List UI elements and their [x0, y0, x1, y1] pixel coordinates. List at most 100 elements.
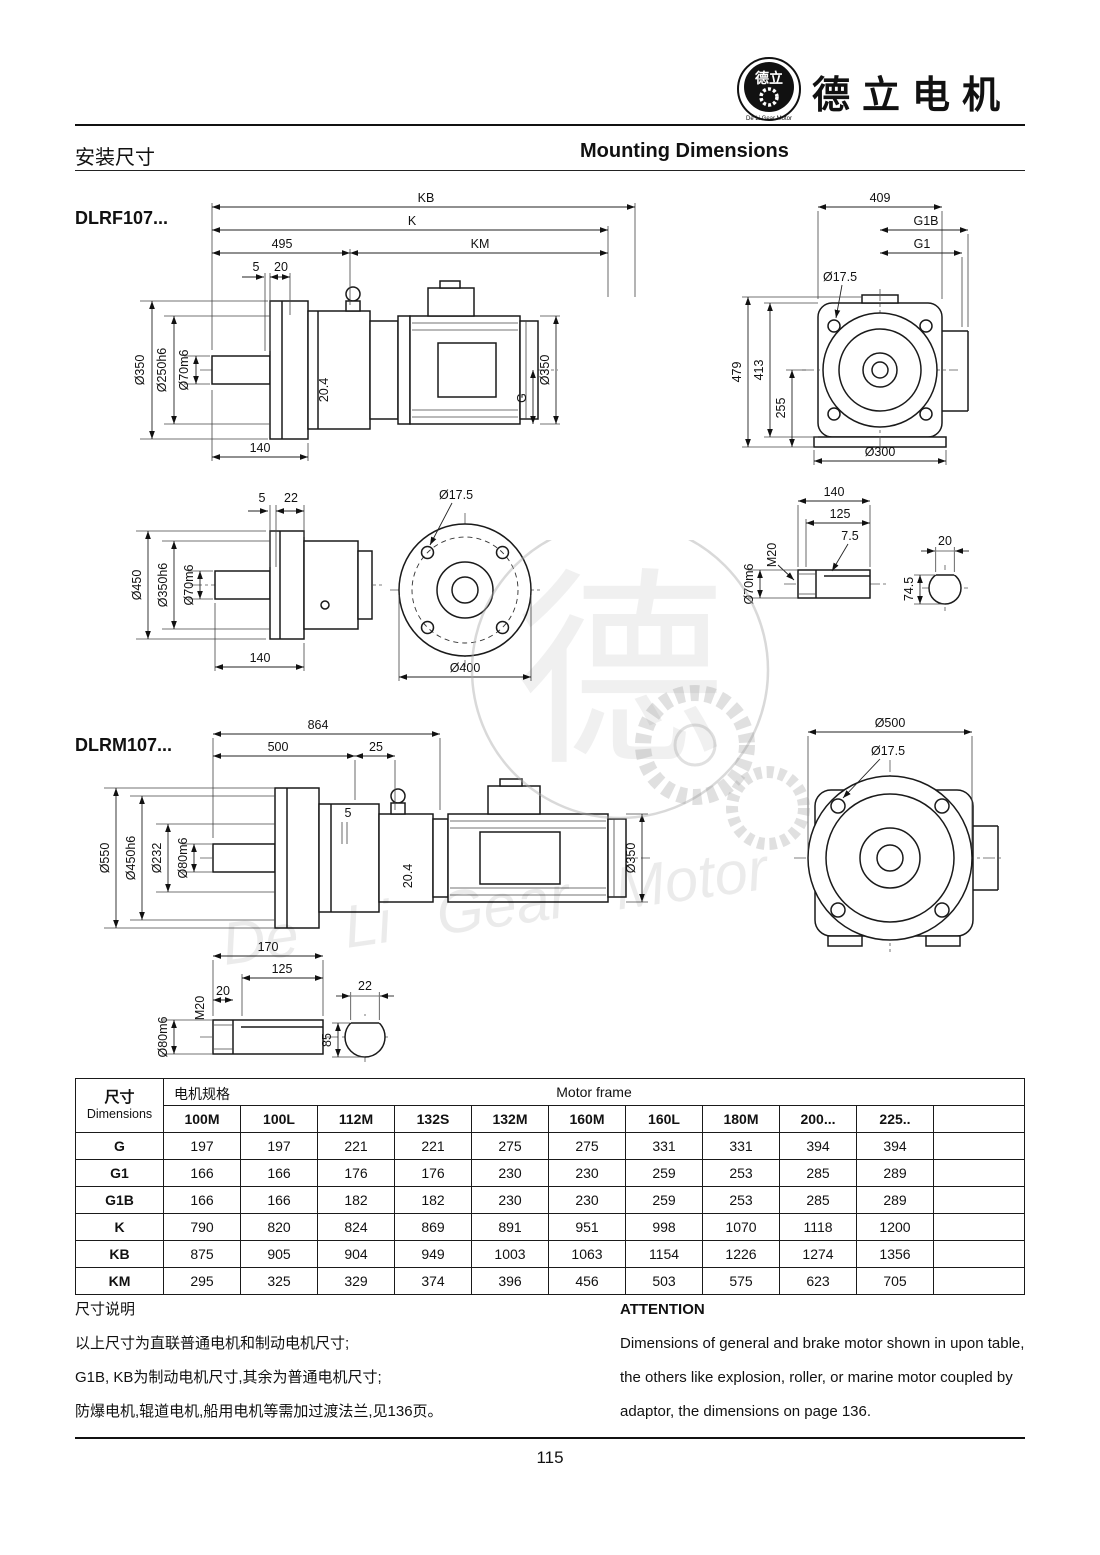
dim-label-5: 5	[253, 260, 260, 274]
dim-label-g1: G1	[914, 237, 931, 251]
bolt-hole	[420, 620, 435, 635]
table-cell: 259	[625, 1186, 703, 1214]
dlrm-shaft-dimensions: 170 125 20 M20 Ø80m6	[156, 942, 324, 1058]
model-label-dlrm: DLRM107...	[75, 735, 173, 755]
dim-label-dia70m6: Ø70m6	[177, 349, 191, 390]
table-cell: 1226	[702, 1240, 780, 1268]
lifting-eye	[345, 286, 361, 302]
table-cell: 221	[394, 1132, 472, 1160]
dim-label-dia450h6: Ø450h6	[124, 836, 138, 881]
table-cell: 1063	[548, 1240, 626, 1268]
dim-label-140: 140	[824, 485, 845, 499]
dim-label-dia350-motor: Ø350	[538, 355, 552, 386]
drawing-dlrf-front-view: 409 G1B G1 Ø17.5 479 413 255 Ø300	[730, 191, 969, 465]
page-number: 115	[536, 1448, 564, 1467]
dlrf-shaft-section-dimensions: 20 74.5	[902, 534, 969, 605]
table-corner-cell: 尺寸 Dimensions	[75, 1078, 164, 1133]
dim-label-20: 20	[938, 534, 952, 548]
dlrf-front-dimensions: 409 G1B G1 Ø17.5 479 413 255 Ø300	[730, 191, 969, 465]
table-cell: 790	[163, 1213, 241, 1241]
dim-label-495: 495	[272, 237, 293, 251]
table-cell: 820	[240, 1213, 318, 1241]
dim-label-dia350: Ø350	[624, 843, 638, 874]
bolt-hole	[830, 798, 846, 814]
table-cell: 394	[856, 1132, 934, 1160]
dim-label-204: 20.4	[317, 378, 331, 402]
table-cell: 904	[317, 1240, 395, 1268]
notes-en-line: adaptor, the dimensions on page 136.	[620, 1403, 872, 1420]
dlrm-side-dimensions: 864 500 25 Ø550 Ø450h6 Ø232 Ø80m6 5 20.4…	[98, 718, 648, 929]
table-cell: 331	[702, 1132, 780, 1160]
dim-label-25: 25	[369, 740, 383, 754]
dlrm-side-outline	[200, 778, 650, 929]
dim-label-dia70m6: Ø70m6	[742, 563, 756, 604]
table-cell: 869	[394, 1213, 472, 1241]
table-cell: 503	[625, 1267, 703, 1295]
row-label: G1B	[75, 1186, 164, 1214]
table-cell: 182	[394, 1186, 472, 1214]
table-cell: 230	[471, 1159, 549, 1187]
dlrf-flange-outline	[190, 530, 382, 640]
column-header: 132S	[394, 1105, 472, 1133]
table-cell: 396	[471, 1267, 549, 1295]
drawing-dlrm-shaft-detail: 170 125 20 M20 Ø80m6 22 85	[156, 942, 394, 1062]
table-cell: 285	[779, 1186, 857, 1214]
title-rule	[75, 170, 1025, 171]
dlrm-shaft-section-dimensions: 22 85	[320, 979, 394, 1058]
table-cell: 275	[471, 1132, 549, 1160]
table-group-header: 电机规格 Motor frame	[163, 1078, 1025, 1106]
table-cell: 295	[163, 1267, 241, 1295]
table-cell: 197	[163, 1132, 241, 1160]
notes-en-title: ATTENTION	[620, 1301, 705, 1318]
table-cell: 1070	[702, 1213, 780, 1241]
dim-label-g: G	[515, 393, 529, 403]
dim-label-5: 5	[259, 491, 266, 505]
footer-rule	[75, 1437, 1025, 1439]
notes-cn-line: G1B, KB为制动电机尺寸,其余为普通电机尺寸;	[75, 1369, 382, 1386]
dlrm-front-outline	[794, 760, 1002, 952]
column-header: 180M	[702, 1105, 780, 1133]
table-cell-empty	[933, 1159, 1025, 1187]
corner-label-en: Dimensions	[86, 1107, 153, 1121]
dim-label-km: KM	[471, 237, 490, 251]
table-cell: 285	[779, 1159, 857, 1187]
row-label: KM	[75, 1267, 164, 1295]
row-label: KB	[75, 1240, 164, 1268]
column-header: 100M	[163, 1105, 241, 1133]
table-cell: 1003	[471, 1240, 549, 1268]
table-cell: 575	[702, 1267, 780, 1295]
dim-label-m20: M20	[765, 543, 779, 567]
dim-label-dia250h6: Ø250h6	[155, 348, 169, 393]
table-cell: 289	[856, 1159, 934, 1187]
table-cell: 197	[240, 1132, 318, 1160]
dim-label-g1b: G1B	[913, 214, 938, 228]
table-cell: 623	[779, 1267, 857, 1295]
table-cell: 230	[548, 1159, 626, 1187]
dim-label-kb: KB	[418, 191, 435, 205]
lifting-eye	[390, 788, 406, 804]
table-cell: 166	[240, 1186, 318, 1214]
table-cell: 166	[163, 1159, 241, 1187]
notes-cn: 尺寸说明 以上尺寸为直联普通电机和制动电机尺寸; G1B, KB为制动电机尺寸,…	[75, 1300, 575, 1436]
dim-label-dia175: Ø17.5	[871, 744, 905, 758]
bolt-hole	[827, 407, 841, 421]
drawing-dlrm-side-view: 864 500 25 Ø550 Ø450h6 Ø232 Ø80m6 5 20.4…	[98, 718, 650, 929]
dim-label-204: 20.4	[401, 864, 415, 888]
page-title-cn: 安装尺寸	[75, 147, 155, 169]
table-cell: 891	[471, 1213, 549, 1241]
table-cell: 275	[548, 1132, 626, 1160]
dim-label-dia400: Ø400	[450, 661, 481, 675]
page-title-en: Mounting Dimensions	[580, 140, 789, 162]
bolt-hole	[934, 902, 950, 918]
watermark-gear-hub	[673, 723, 717, 767]
table-cell: 221	[317, 1132, 395, 1160]
table-group-row: 尺寸 Dimensions 电机规格 Motor frame	[75, 1078, 1025, 1133]
dim-label-dia300: Ø300	[865, 445, 896, 459]
dim-label-479: 479	[730, 362, 744, 383]
table-cell: 951	[548, 1213, 626, 1241]
dim-label-500: 500	[268, 740, 289, 754]
notes-en: ATTENTION Dimensions of general and brak…	[620, 1300, 1040, 1436]
notes-cn-title: 尺寸说明	[75, 1301, 136, 1318]
